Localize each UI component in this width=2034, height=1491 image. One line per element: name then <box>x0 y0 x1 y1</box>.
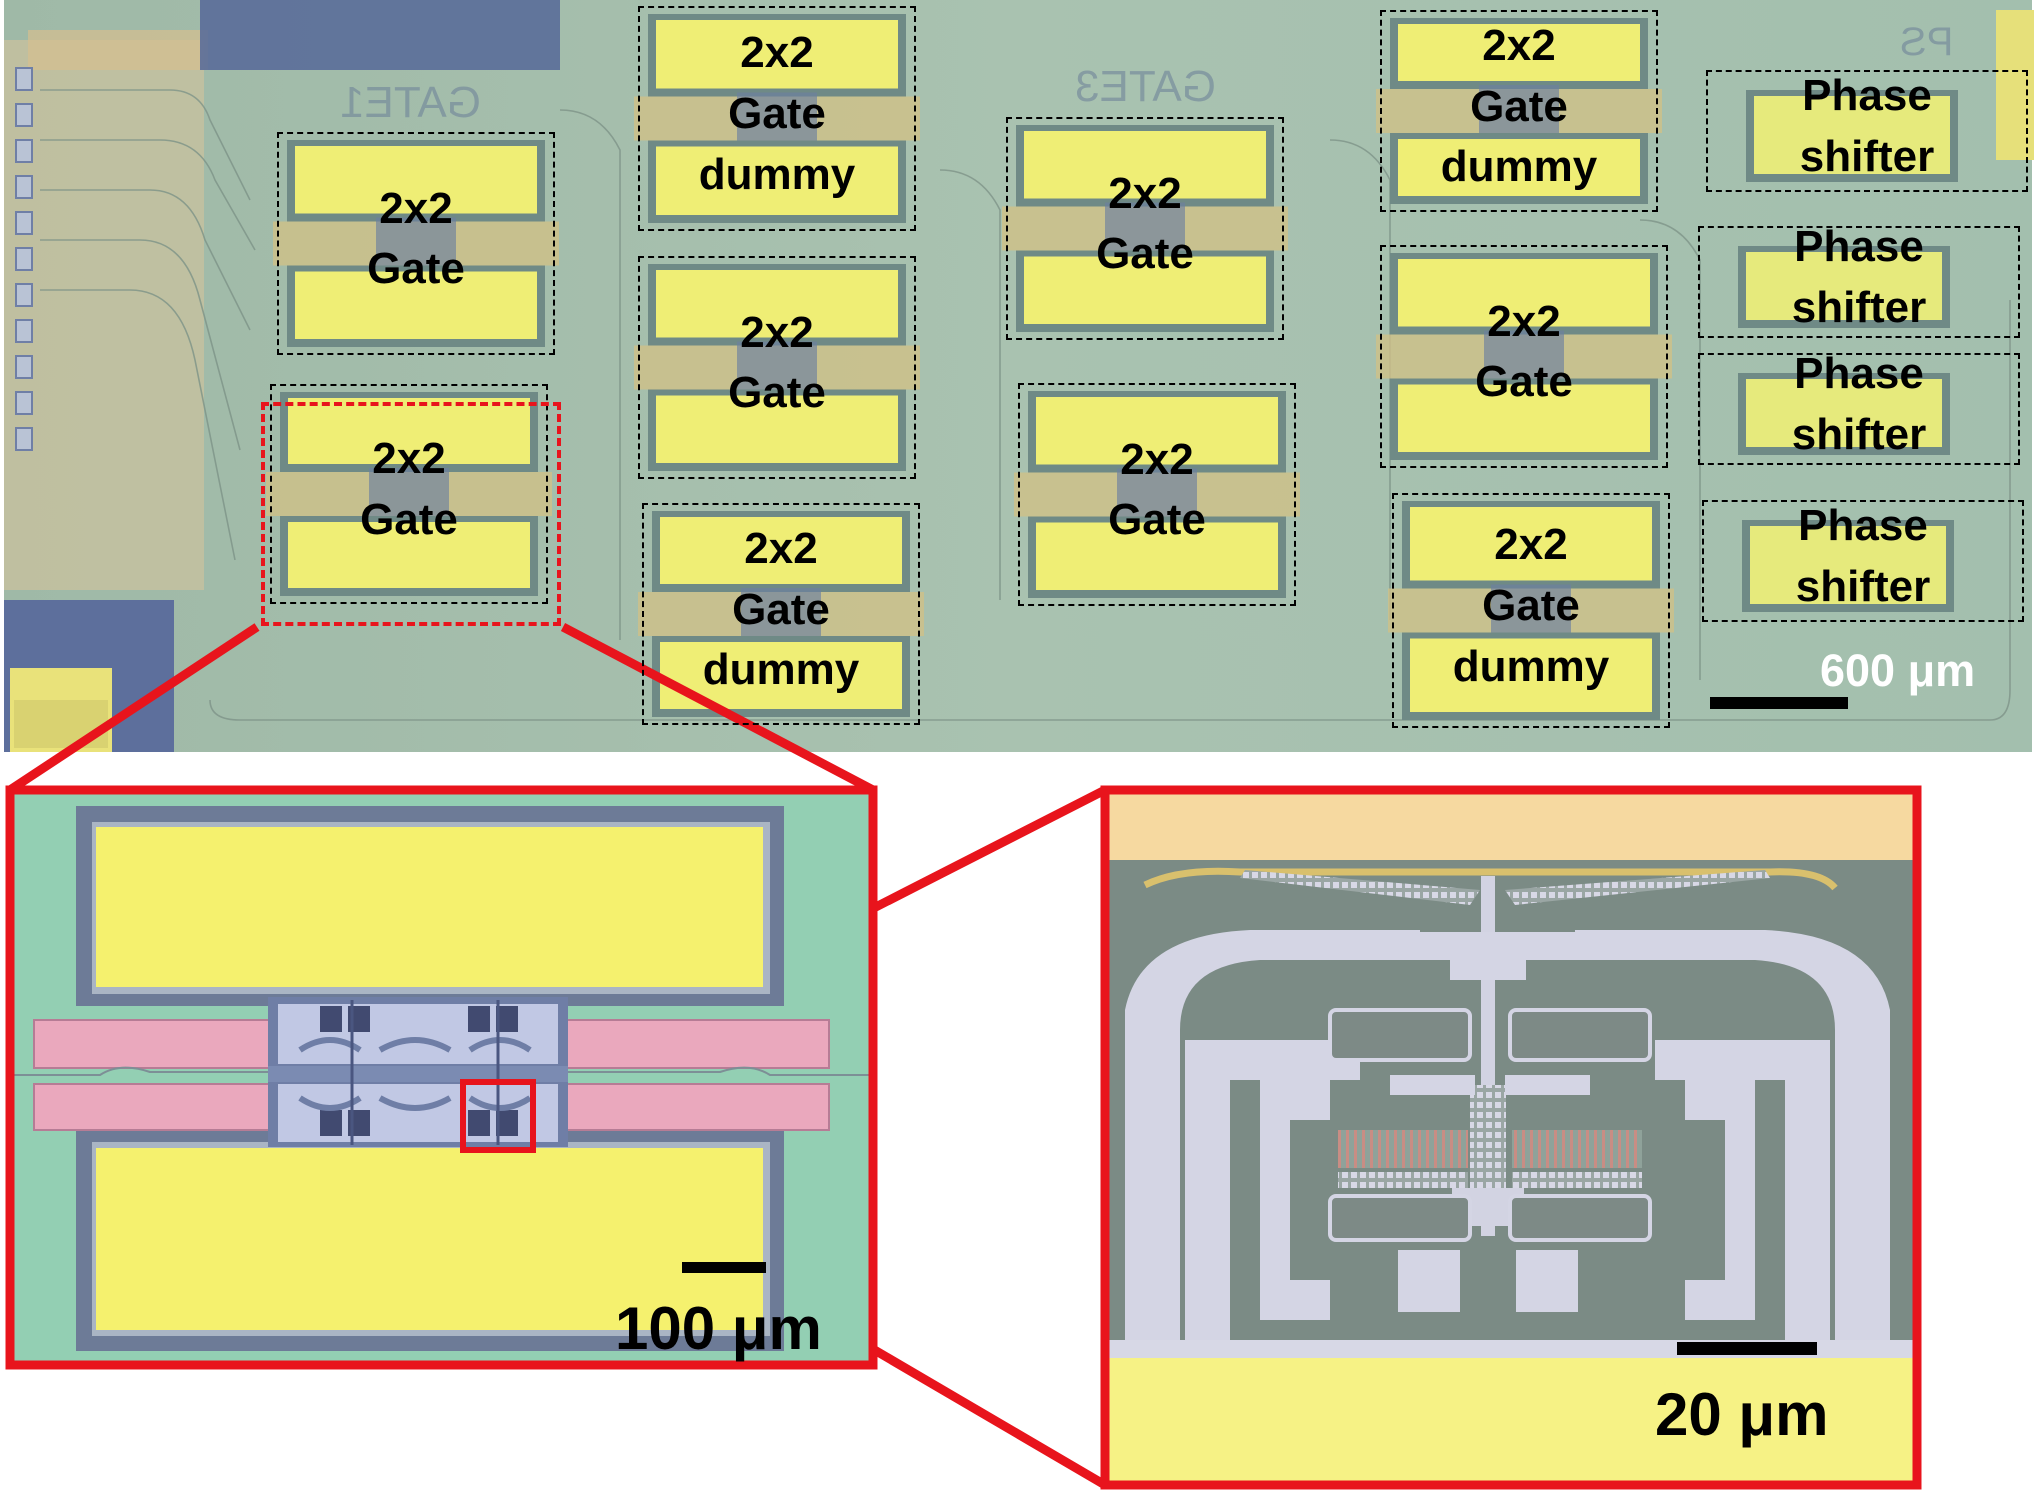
gate-device-drawing <box>634 264 920 471</box>
highlight-box <box>261 402 561 626</box>
gate-device-drawing <box>266 392 552 596</box>
gate-device-drawing <box>1002 125 1288 332</box>
chip-marking-gate3: GATE3 <box>1075 62 1217 111</box>
scale-bar-600 <box>1710 697 1848 709</box>
scale-bar-600-label: 600 μm <box>1820 645 1976 696</box>
phase-shifter-drawing <box>1746 90 1958 182</box>
gate-device-drawing <box>1388 501 1674 720</box>
scale-bar-100 <box>682 1262 766 1273</box>
chip-marking-ps: PS <box>1900 20 1954 64</box>
phase-shifter-drawing <box>1738 246 1950 328</box>
device-zoom-panel <box>5 785 878 1370</box>
phase-shifter-drawing <box>1738 373 1950 455</box>
mems-detail-panel <box>1100 785 1922 1490</box>
gate-device-drawing <box>634 14 920 223</box>
gate-device-drawing <box>1376 18 1662 204</box>
gate-device-drawing <box>273 140 559 347</box>
scale-bar-100-label: 100 μm <box>615 1295 822 1362</box>
scale-bar-20 <box>1677 1342 1817 1355</box>
phase-shifter-drawing <box>1742 520 1954 612</box>
gate-device-drawing <box>1376 253 1672 460</box>
chip-marking-gate1: GATE1 <box>340 78 482 127</box>
scale-bar-20-label: 20 μm <box>1655 1381 1829 1448</box>
chip-overview-panel <box>4 0 2034 752</box>
gate-device-drawing <box>638 511 924 717</box>
gate-device-drawing <box>1014 391 1300 598</box>
